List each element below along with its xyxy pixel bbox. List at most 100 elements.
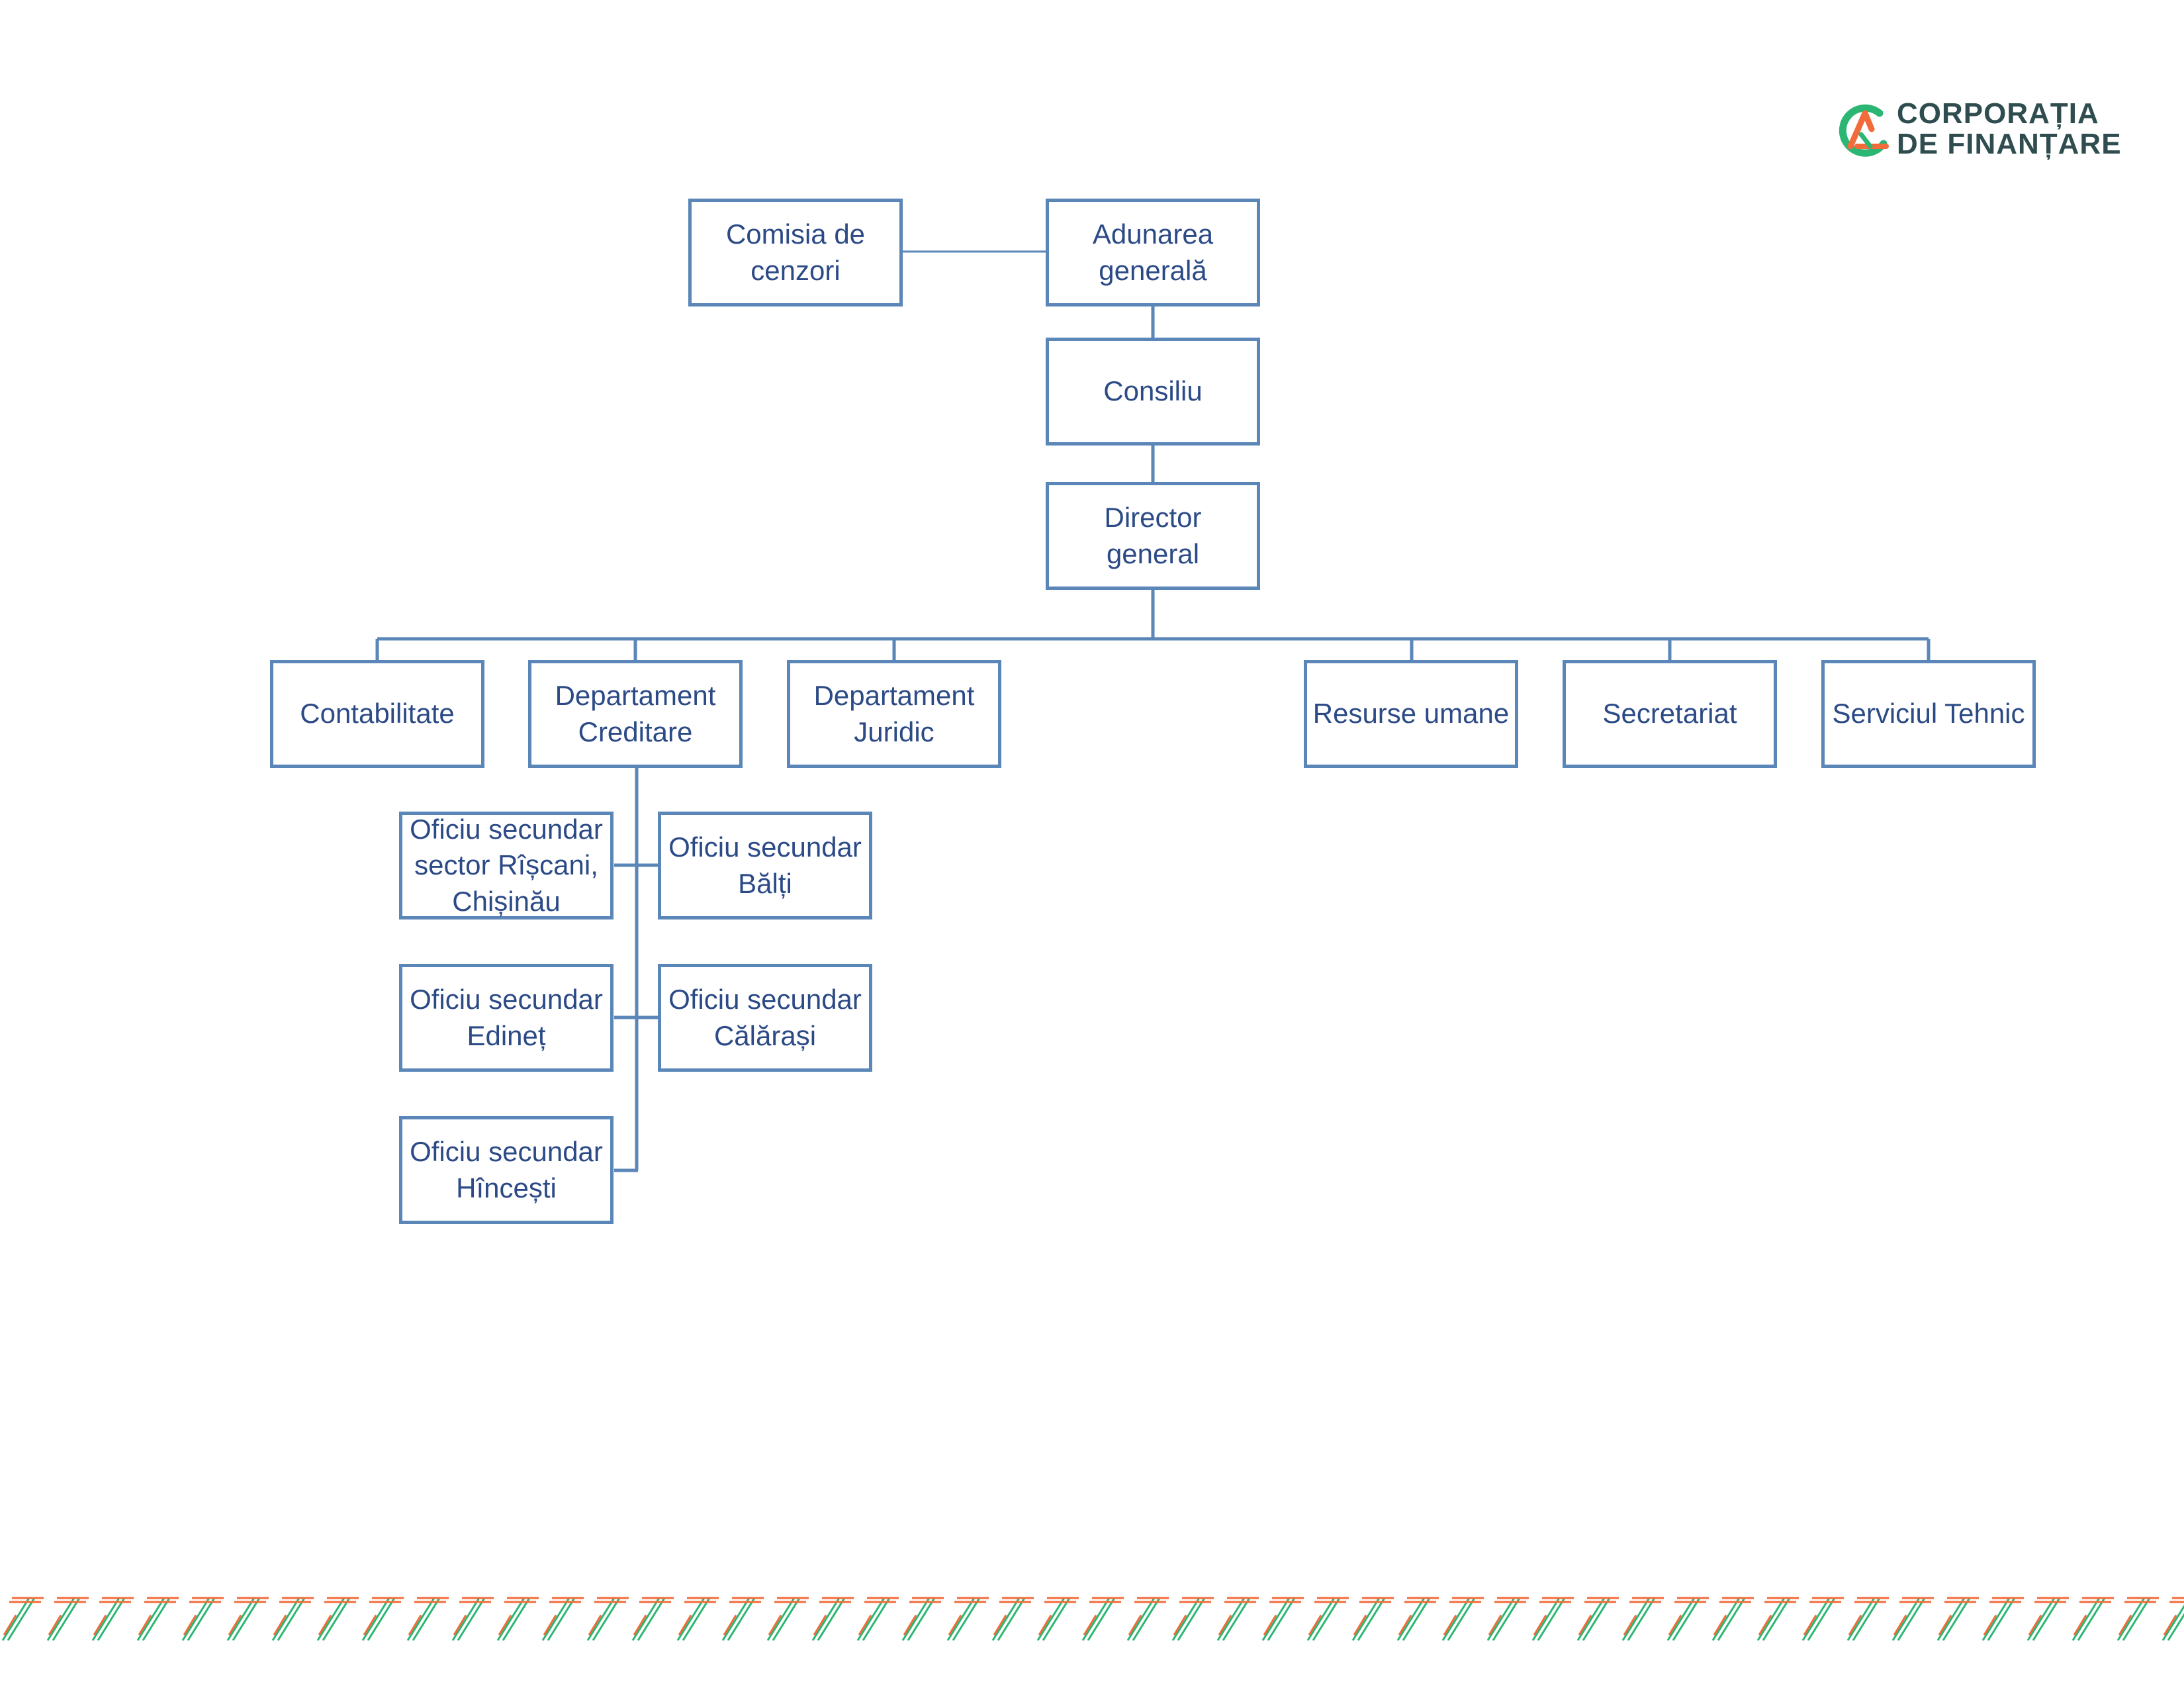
band-stroke-green xyxy=(1846,1597,1881,1641)
band-stroke-orange xyxy=(993,1597,1034,1636)
band-stroke-green xyxy=(361,1597,396,1641)
box-label: Oficiu secundar Călărași xyxy=(668,983,862,1051)
band-stroke-orange xyxy=(1938,1597,1979,1636)
band-stroke-green xyxy=(1126,1597,1161,1641)
box-label: Consiliu xyxy=(1103,375,1203,407)
band-stroke-orange xyxy=(588,1597,629,1636)
box-comisia-de-cenzori[interactable]: Comisia de cenzori xyxy=(688,199,903,306)
band-stroke-green xyxy=(136,1597,171,1641)
band-stroke-green xyxy=(1306,1597,1341,1641)
band-stroke-orange xyxy=(3,1597,44,1636)
band-stroke-orange xyxy=(138,1597,179,1636)
band-stroke-green xyxy=(1081,1597,1116,1641)
band-stroke-green xyxy=(2116,1597,2151,1641)
band-stroke-green xyxy=(721,1597,756,1641)
band-stroke-orange xyxy=(903,1597,944,1636)
band-stroke-orange xyxy=(1758,1597,1799,1636)
band-stroke-orange xyxy=(1578,1597,1619,1636)
band-stroke-orange xyxy=(1893,1597,1934,1636)
band-stroke-orange xyxy=(2073,1597,2114,1636)
band-stroke-green xyxy=(271,1597,306,1641)
band-stroke-orange xyxy=(1083,1597,1124,1636)
box-label: Contabilitate xyxy=(300,698,455,729)
band-stroke-orange xyxy=(453,1597,494,1636)
band-stroke-green xyxy=(1171,1597,1206,1641)
band-stroke-orange xyxy=(2163,1597,2184,1636)
band-stroke-green xyxy=(496,1597,531,1641)
band-stroke-orange xyxy=(1803,1597,1844,1636)
box-secretariat[interactable]: Secretariat xyxy=(1563,660,1777,768)
band-stroke-green xyxy=(1666,1597,1701,1641)
box-adunarea-generala[interactable]: Adunarea generală xyxy=(1046,199,1260,306)
box-label: Secretariat xyxy=(1602,698,1737,729)
band-stroke-orange xyxy=(93,1597,134,1636)
box-director-general[interactable]: Director general xyxy=(1046,482,1260,590)
band-stroke-orange xyxy=(273,1597,314,1636)
band-stroke-green xyxy=(1711,1597,1746,1641)
band-stroke-orange xyxy=(948,1597,989,1636)
band-stroke-green xyxy=(1936,1597,1971,1641)
band-stroke-green xyxy=(631,1597,666,1641)
band-stroke-green xyxy=(1576,1597,1611,1641)
band-stroke-orange xyxy=(1668,1597,1709,1636)
box-label: Serviciul Tehnic xyxy=(1832,698,2025,729)
box-serviciul-tehnic[interactable]: Serviciul Tehnic xyxy=(1821,660,2036,768)
band-stroke-orange xyxy=(1353,1597,1394,1636)
band-stroke-green xyxy=(1351,1597,1386,1641)
band-stroke-green xyxy=(2071,1597,2106,1641)
box-contabilitate[interactable]: Contabilitate xyxy=(270,660,484,768)
band-stroke-orange xyxy=(183,1597,224,1636)
band-stroke-orange xyxy=(48,1597,89,1636)
band-stroke-orange xyxy=(1623,1597,1664,1636)
box-oficiu-calarasi[interactable]: Oficiu secundar Călărași xyxy=(658,964,872,1072)
band-stroke-green xyxy=(1981,1597,2016,1641)
band-stroke-green xyxy=(316,1597,351,1641)
box-oficiu-balti[interactable]: Oficiu secundar Bălți xyxy=(658,812,872,919)
band-stroke-green xyxy=(676,1597,711,1641)
band-stroke-green xyxy=(226,1597,261,1641)
box-label: Comisia de cenzori xyxy=(725,218,866,286)
band-stroke-orange xyxy=(1218,1597,1259,1636)
band-stroke-orange xyxy=(1983,1597,2024,1636)
band-stroke-orange xyxy=(678,1597,719,1636)
box-resurse-umane[interactable]: Resurse umane xyxy=(1304,660,1518,768)
band-stroke-green xyxy=(1486,1597,1521,1641)
box-label: Oficiu secundar Bălți xyxy=(668,831,862,899)
band-stroke-orange xyxy=(633,1597,674,1636)
band-stroke-orange xyxy=(1263,1597,1304,1636)
band-stroke-green xyxy=(1396,1597,1431,1641)
band-stroke-green xyxy=(856,1597,891,1641)
band-stroke-green xyxy=(46,1597,81,1641)
band-stroke-green xyxy=(181,1597,216,1641)
band-stroke-orange xyxy=(1848,1597,1889,1636)
box-label: Oficiu secundar sector Rîșcani, Chișinău xyxy=(410,813,603,917)
logo-line-1: CORPORAȚIA xyxy=(1897,97,2099,130)
band-stroke-orange xyxy=(1443,1597,1484,1636)
box-departament-juridic[interactable]: Departament Juridic xyxy=(787,660,1001,768)
band-stroke-green xyxy=(406,1597,441,1641)
band-stroke-green xyxy=(91,1597,126,1641)
band-stroke-orange xyxy=(543,1597,584,1636)
band-stroke-orange xyxy=(1488,1597,1529,1636)
box-consiliu[interactable]: Consiliu xyxy=(1046,338,1260,446)
band-stroke-orange xyxy=(723,1597,764,1636)
band-stroke-orange xyxy=(1173,1597,1214,1636)
company-logo: CORPORAȚIA DE FINANȚARE xyxy=(1833,96,2124,162)
box-departament-creditare[interactable]: Departament Creditare xyxy=(528,660,743,768)
band-stroke-green xyxy=(1036,1597,1071,1641)
band-stroke-orange xyxy=(858,1597,899,1636)
band-stroke-green xyxy=(541,1597,576,1641)
box-oficiu-riscani[interactable]: Oficiu secundar sector Rîșcani, Chișinău xyxy=(399,812,614,919)
box-oficiu-hincesti[interactable]: Oficiu secundar Hîncești xyxy=(399,1116,614,1224)
band-stroke-green xyxy=(2026,1597,2061,1641)
band-stroke-orange xyxy=(1533,1597,1574,1636)
band-stroke-green xyxy=(1891,1597,1926,1641)
box-label: Oficiu secundar Edineț xyxy=(410,983,603,1051)
band-stroke-orange xyxy=(318,1597,359,1636)
band-stroke-orange xyxy=(768,1597,809,1636)
box-label: Resurse umane xyxy=(1312,698,1510,729)
box-label: Director general xyxy=(1104,501,1202,569)
band-stroke-green xyxy=(451,1597,486,1641)
box-oficiu-edinet[interactable]: Oficiu secundar Edineț xyxy=(399,964,614,1072)
